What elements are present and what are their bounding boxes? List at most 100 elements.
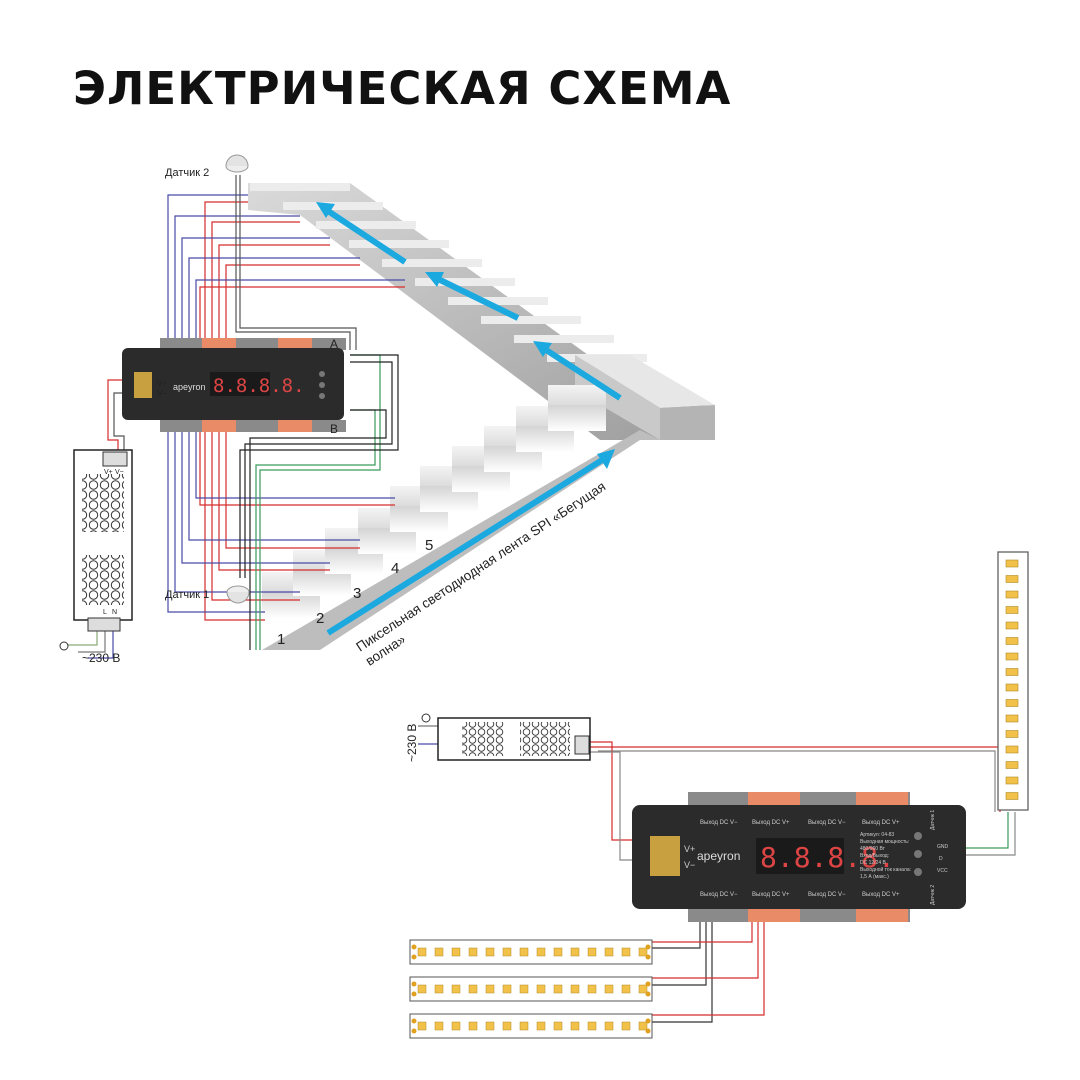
controller-vplus: V+ — [157, 379, 167, 388]
controller-vplus-2: V+ — [684, 844, 695, 854]
strip-led — [417, 947, 427, 957]
out-pos-label-3: Выход DC V+ — [752, 892, 790, 898]
strip-led — [587, 984, 597, 994]
upper-step — [349, 240, 449, 248]
step-number-3: 3 — [353, 585, 361, 602]
strip-led — [570, 984, 580, 994]
landing-front — [660, 405, 715, 440]
svg-text:Выходная мощность:: Выходная мощность: — [860, 839, 909, 845]
controller-info: Артикул: 04-83 Выходная мощность: 480/96… — [860, 832, 911, 880]
out-pos-label-2: Выход DC V+ — [862, 820, 900, 826]
strip-led — [451, 984, 461, 994]
strip-led — [1005, 776, 1019, 785]
sensor-1-label: Датчик 1 — [165, 589, 209, 601]
upper-step — [415, 278, 515, 286]
controller-brand-2: apeyron — [697, 849, 740, 863]
out-neg-label-2: Выход DC V− — [808, 820, 846, 826]
strip-led — [621, 984, 631, 994]
strip-led — [485, 984, 495, 994]
strip-pad — [645, 954, 651, 960]
strip-led — [434, 984, 444, 994]
upper-step — [514, 335, 614, 343]
upper-step — [250, 183, 350, 191]
pin-d: D — [939, 856, 943, 862]
step-number-4: 4 — [391, 560, 399, 577]
led-strip — [409, 976, 653, 1002]
strip-led — [638, 947, 648, 957]
strip-led — [1005, 699, 1019, 707]
strip-led — [638, 1021, 648, 1031]
strip-led — [1005, 668, 1019, 676]
power-supply-top: V+ V− L N ~230 В — [59, 449, 133, 665]
psu-vplus: V+ — [104, 469, 113, 476]
strip-pad — [645, 1028, 651, 1034]
horizontal-led-strips — [409, 939, 653, 1039]
out-neg-label-3: Выход DC V− — [700, 892, 738, 898]
strip-pad — [645, 1018, 651, 1024]
ground-icon-2 — [421, 713, 431, 723]
strip-pad — [411, 991, 417, 997]
strip-led — [1005, 606, 1019, 614]
strip-led — [553, 984, 563, 994]
strip-led — [570, 1021, 580, 1031]
sensor2-side-label: Датчик 2 — [930, 885, 936, 905]
wiring-top — [68, 175, 405, 659]
lower-step-riser — [548, 405, 606, 431]
strip-led — [553, 947, 563, 957]
power-supply-bottom: ~230 В — [405, 713, 591, 762]
upper-step — [316, 221, 416, 229]
strip-led — [417, 1021, 427, 1031]
controller-vminus-2: V− — [684, 860, 695, 870]
strip-led — [1005, 745, 1019, 754]
lower-step-riser — [358, 528, 416, 554]
psu-vminus: V− — [115, 469, 124, 476]
out-neg-label-4: Выход DC V− — [808, 892, 846, 898]
controller-bottom: apeyron 8.8.8.8. V+ V− Выход DC V− Выход… — [632, 792, 966, 922]
lower-step-riser — [293, 570, 351, 596]
strip-led — [621, 1021, 631, 1031]
ground-icon — [59, 641, 69, 651]
strip-pad — [411, 954, 417, 960]
strip-led — [502, 947, 512, 957]
mains-label-2: ~230 В — [405, 724, 419, 762]
strip-led — [502, 1021, 512, 1031]
lower-step-riser — [262, 592, 320, 618]
strip-led — [536, 1021, 546, 1031]
strip-pad — [411, 981, 417, 987]
strip-led — [553, 1021, 563, 1031]
strip-pad — [645, 944, 651, 950]
strip-pad — [411, 1018, 417, 1024]
step-number-5: 5 — [425, 537, 433, 554]
lower-steps — [262, 385, 606, 618]
strip-led — [502, 984, 512, 994]
terminal-a-label: A — [330, 337, 338, 351]
strip-led — [451, 1021, 461, 1031]
strip-led — [1005, 761, 1019, 769]
strip-led — [570, 947, 580, 957]
strip-led — [1005, 621, 1019, 630]
lower-step-tread — [548, 385, 606, 405]
out-neg-label-1: Выход DC V− — [700, 820, 738, 826]
controller-display: 8.8.8.8. — [213, 375, 305, 397]
svg-text:Выходной ток канала:: Выходной ток канала: — [860, 866, 911, 873]
motion-sensor-2: Датчик 2 — [165, 154, 249, 179]
step-number-2: 2 — [316, 610, 324, 627]
strip-led — [621, 947, 631, 957]
strip-led — [1005, 714, 1019, 723]
strip-led — [1005, 575, 1019, 583]
svg-text:DC 12/24 В: DC 12/24 В — [860, 860, 887, 866]
strip-led — [604, 984, 614, 994]
led-strip — [409, 939, 653, 965]
power-terminal-block — [134, 372, 152, 398]
strip-led — [468, 1021, 478, 1031]
strip-led — [434, 947, 444, 957]
strip-pad — [411, 1028, 417, 1034]
pin-gnd: GND — [937, 844, 949, 850]
svg-text:1,5 А (макс.): 1,5 А (макс.) — [860, 874, 889, 880]
strip-pad — [411, 944, 417, 950]
upper-step — [382, 259, 482, 267]
strip-led — [536, 984, 546, 994]
step-number-1: 1 — [277, 631, 285, 648]
strip-led — [1005, 637, 1019, 645]
strip-led — [1005, 683, 1019, 692]
